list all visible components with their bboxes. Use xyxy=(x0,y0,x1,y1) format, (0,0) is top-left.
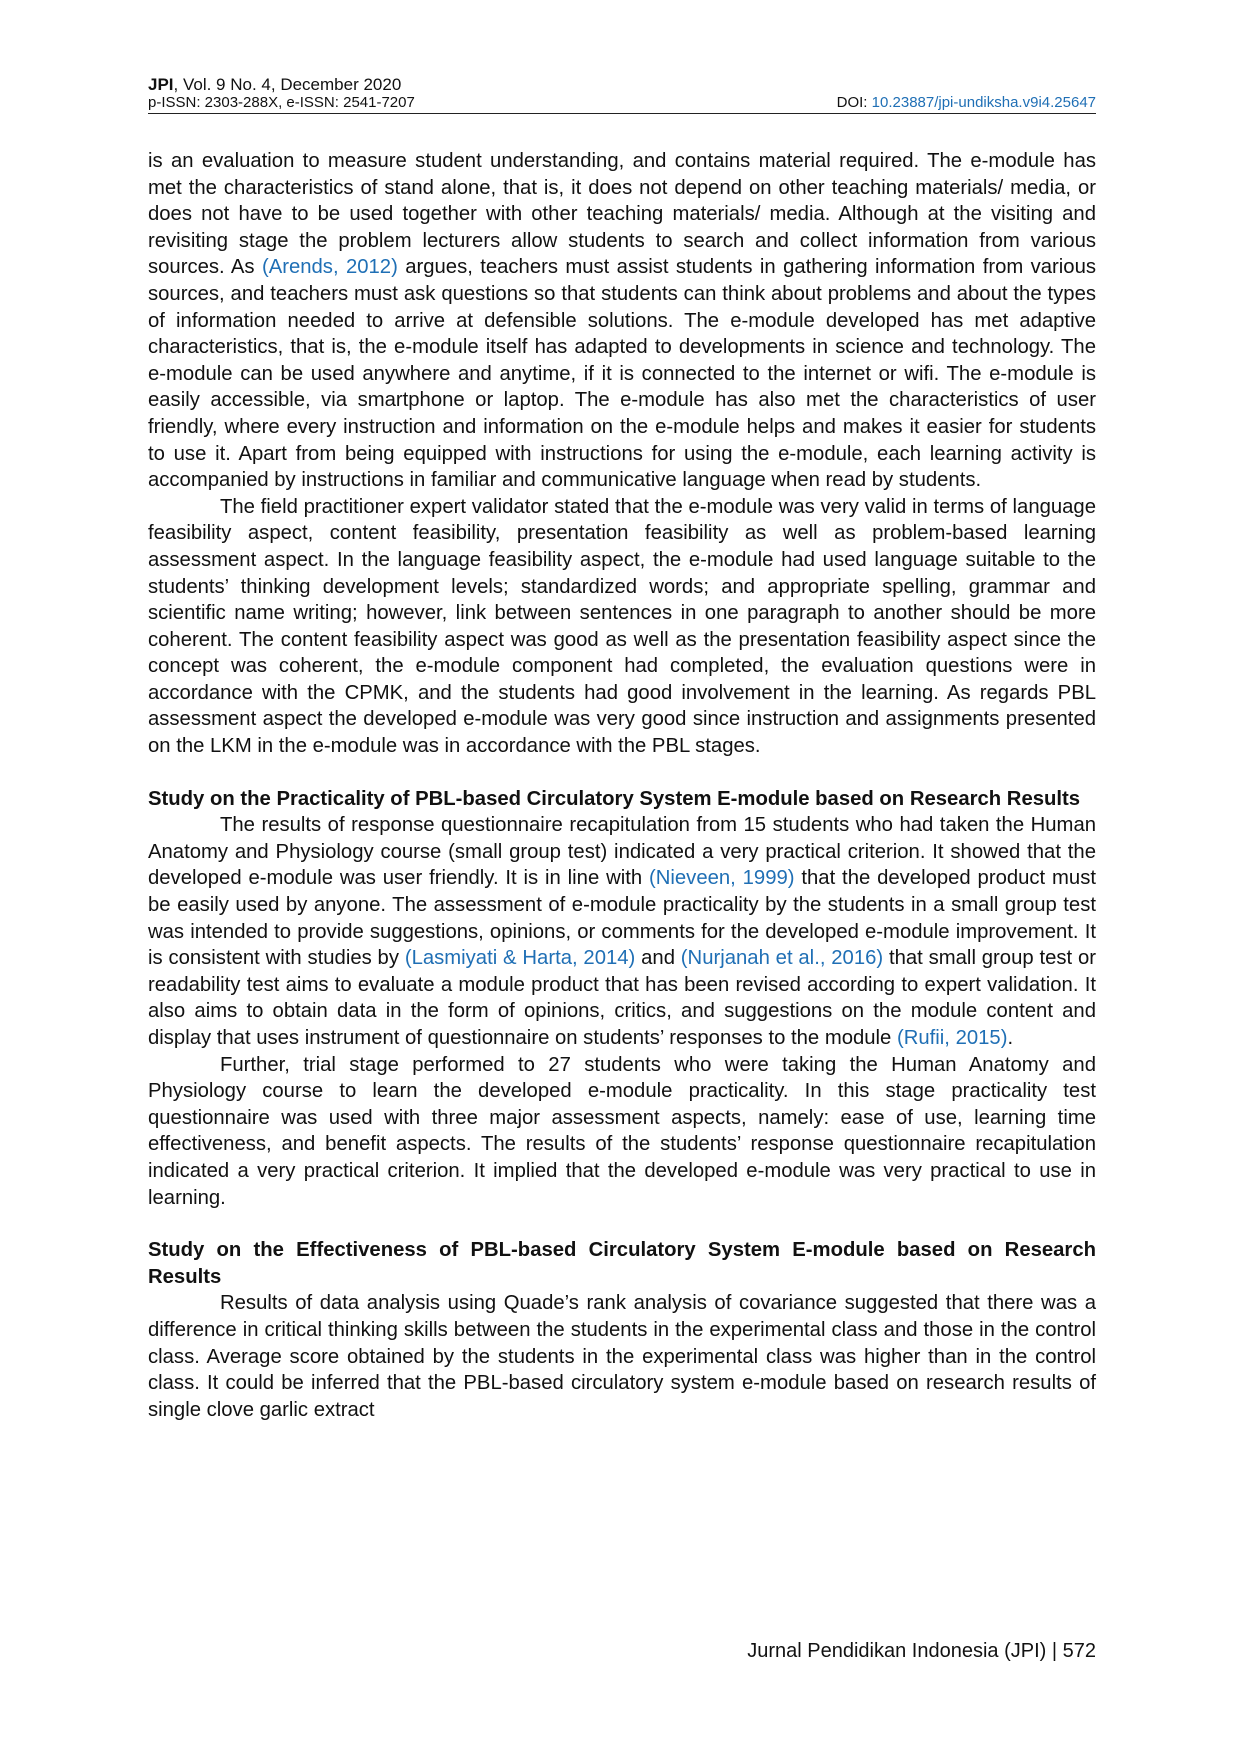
journal-issue: JPI, Vol. 9 No. 4, December 2020 xyxy=(148,76,1096,94)
issue-info: , Vol. 9 No. 4, December 2020 xyxy=(173,75,402,94)
paragraph: The field practitioner expert validator … xyxy=(148,495,1096,758)
citation-link[interactable]: (Nurjanah et al., 2016) xyxy=(680,947,884,970)
doi-link[interactable]: 10.23887/jpi-undiksha.v9i4.25647 xyxy=(871,94,1096,111)
doi-label: DOI: xyxy=(836,94,872,111)
text: and xyxy=(635,947,681,970)
paragraph: is an evaluation to measure student unde… xyxy=(148,148,1096,494)
citation-link[interactable]: (Rufii, 2015) xyxy=(896,1027,1008,1049)
paragraph: Further, trial stage performed to 27 stu… xyxy=(148,1053,1096,1209)
header-rule xyxy=(148,113,1096,114)
text: argues, teachers must assist students in… xyxy=(148,256,1097,492)
citation-link[interactable]: (Nieveen, 1999) xyxy=(649,867,795,890)
issn: p-ISSN: 2303-288X, e-ISSN: 2541-7207 xyxy=(148,94,415,111)
section-heading: Study on the Practicality of PBL-based C… xyxy=(148,787,1081,810)
text: that the developed product must be easil… xyxy=(148,867,1096,970)
paragraph: Results of data analysis using Quade’s r… xyxy=(148,1292,1096,1421)
running-header: JPI, Vol. 9 No. 4, December 2020 p-ISSN:… xyxy=(148,76,1096,114)
section-heading: Study on the Effectiveness of PBL-based … xyxy=(148,1239,1096,1288)
paragraph: The results of response questionnaire re… xyxy=(148,812,1096,1051)
text: is an evaluation to measure student unde… xyxy=(148,150,1096,279)
text: The results of response questionnaire re… xyxy=(148,814,1096,890)
text: . xyxy=(1007,1027,1014,1049)
journal-abbr: JPI xyxy=(148,75,174,94)
page-body: is an evaluation to measure student unde… xyxy=(148,148,1096,1423)
text: that small group test or readability tes… xyxy=(148,947,1096,1049)
citation-link[interactable]: (Lasmiyati & Harta, 2014) xyxy=(404,947,636,970)
page-footer: Jurnal Pendidikan Indonesia (JPI) | 572 xyxy=(747,1640,1096,1662)
citation-link[interactable]: (Arends, 2012) xyxy=(261,256,398,279)
doi: DOI: 10.23887/jpi-undiksha.v9i4.25647 xyxy=(837,94,1096,111)
